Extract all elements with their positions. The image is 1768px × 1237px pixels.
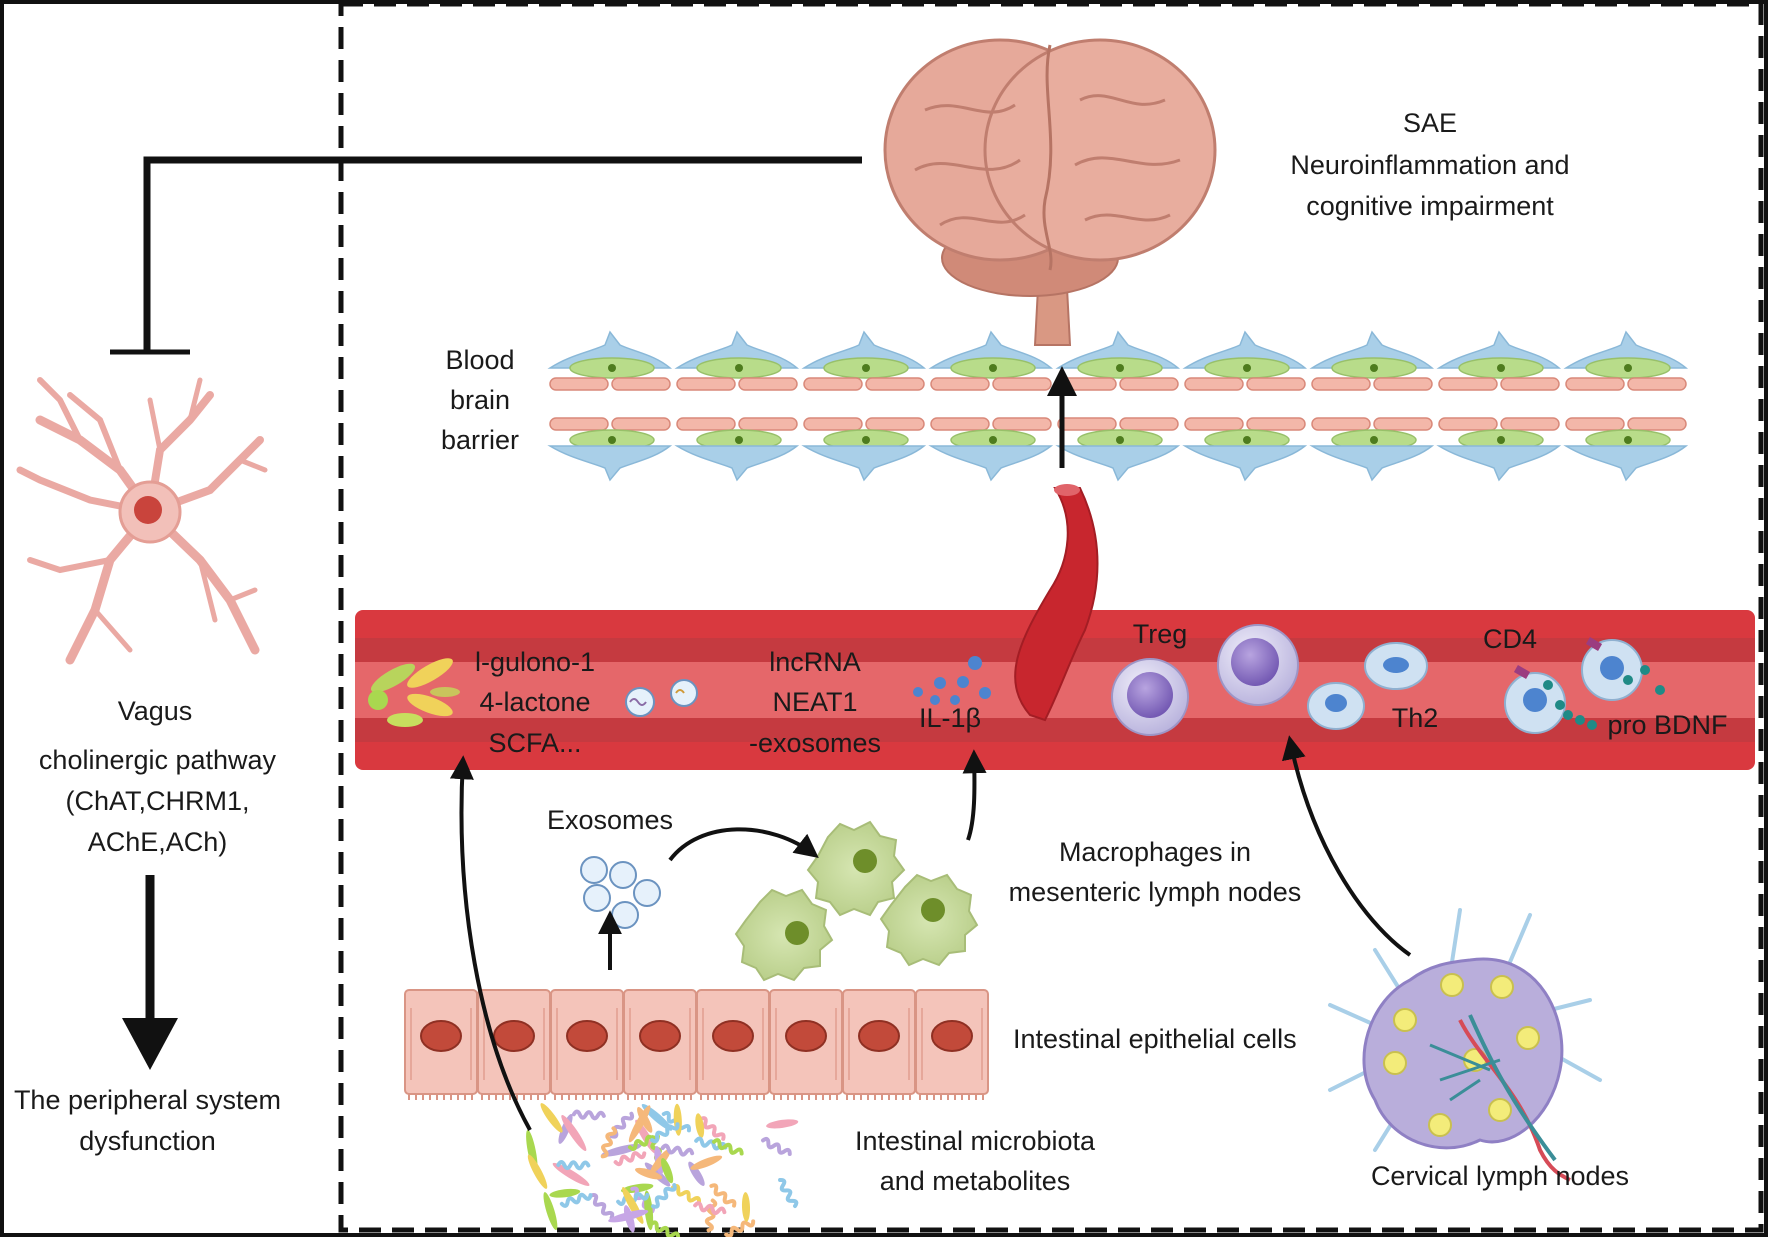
vessel-to-brain — [1014, 366, 1099, 722]
exosomes-label: Exosomes — [546, 805, 674, 835]
metabolite-label-line-1: l-gulono-1 — [474, 647, 596, 677]
brain-caption-line-2: Neuroinflammation and — [1290, 150, 1570, 180]
immune-cell-icon — [1217, 624, 1299, 706]
th2-label: Th2 — [1391, 703, 1439, 733]
brain-icon — [883, 38, 1217, 346]
th2-cell-icon — [1307, 642, 1428, 730]
exosome-icons — [580, 856, 661, 929]
microbiota-label-line-1: Intestinal microbiota — [854, 1126, 1096, 1156]
lncrna-label-line-1: lncRNA — [769, 647, 861, 677]
microbiota-icons — [526, 1103, 799, 1237]
dashed-frame — [338, 1, 1764, 1233]
vagus-label-line-4: AChE,ACh) — [87, 827, 228, 857]
bbb-label-line-2: brain — [449, 385, 511, 415]
inhibition-connector — [110, 156, 862, 355]
cd4-label: CD4 — [1482, 624, 1537, 654]
macrophages-label-line-2: mesenteric lymph nodes — [1008, 877, 1302, 907]
microbiota-label-line-2: and metabolites — [879, 1166, 1071, 1196]
lncrna-label-line-2: NEAT1 — [772, 687, 858, 717]
cd4-cell-icon — [1504, 637, 1665, 734]
exosome-icons-vessel — [625, 679, 698, 717]
vagus-neuron-icon — [16, 377, 268, 665]
probdnf-label: pro BDNF — [1607, 710, 1728, 740]
lymph-node-icon — [1328, 908, 1602, 1182]
macrophages-label-line-1: Macrophages in — [1058, 837, 1252, 867]
macrophage-icons — [734, 820, 979, 982]
treg-cell-icon — [1111, 658, 1189, 736]
metabolite-label-line-3: SCFA... — [488, 728, 582, 758]
cervical-label: Cervical lymph nodes — [1370, 1161, 1630, 1191]
vagus-label-line-1: Vagus — [117, 696, 193, 726]
lncrna-label-line-3: -exosomes — [748, 728, 882, 758]
il1b-dots — [913, 656, 991, 705]
brain-caption-line-1: SAE — [1402, 108, 1458, 138]
vagus-label-line-3: (ChAT,CHRM1, — [65, 786, 250, 816]
bbb-label-line-3: barrier — [440, 425, 520, 455]
epithelial-cells — [404, 989, 989, 1100]
peripheral-label-line-2: dysfunction — [79, 1126, 216, 1156]
flow-arrows — [449, 735, 1412, 1131]
vagus-label-line-2: cholinergic pathway — [38, 745, 277, 775]
il1b-label: IL-1β — [918, 703, 982, 733]
peripheral-label-line-1: The peripheral system — [13, 1085, 282, 1115]
metabolite-label-line-2: 4-lactone — [479, 687, 591, 717]
down-arrow — [122, 875, 178, 1070]
blood-brain-barrier — [547, 330, 1689, 482]
metabolite-icons — [368, 658, 460, 727]
treg-label: Treg — [1132, 619, 1188, 649]
brain-caption-line-3: cognitive impairment — [1306, 191, 1554, 221]
bbb-label-line-1: Blood — [445, 345, 515, 375]
epithelial-label: Intestinal epithelial cells — [1013, 1024, 1297, 1054]
